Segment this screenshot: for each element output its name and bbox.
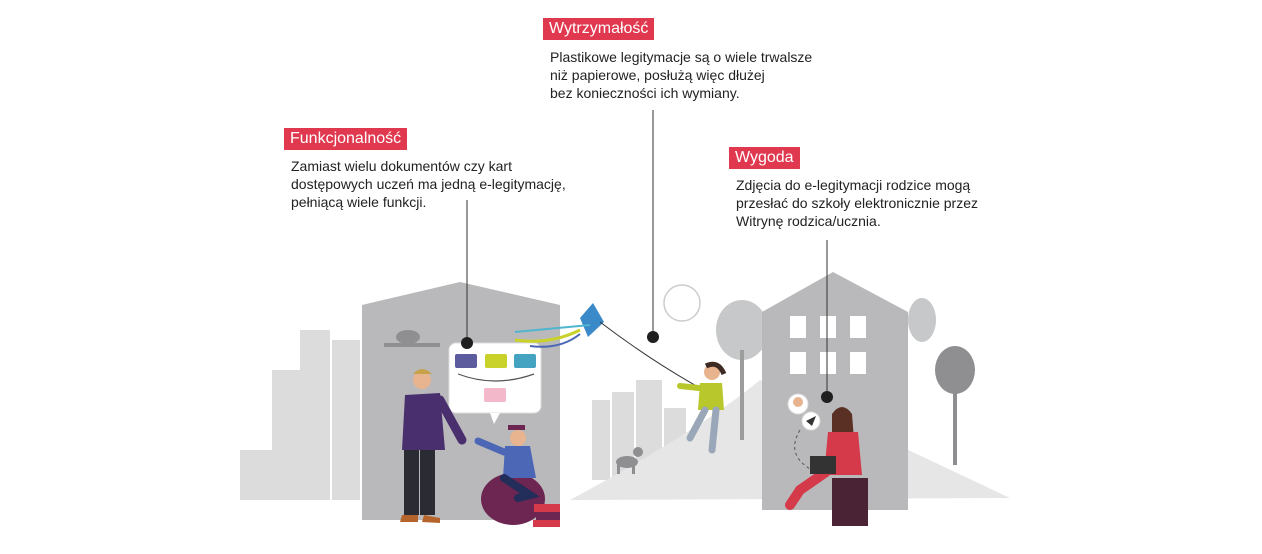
callout-text-wygoda: Zdjęcia do e-legitymacji rodzice mogą pr… [736,176,978,230]
avatar [793,397,803,407]
photo-upload [787,393,821,471]
dog-icon [616,447,643,474]
girl-figure [677,361,727,454]
cards-bubble [448,342,542,424]
callout-line: bez konieczności ich wymiany. [550,85,740,101]
man-figure [400,369,467,523]
callout-line: Plastikowe legitymacje są o wiele trwals… [550,49,813,65]
connector-dot [461,337,473,349]
callout-line: niż papierowe, posłużą więc dłużej [550,67,765,83]
woman-figure [785,407,868,526]
kid-figure [474,425,545,525]
card-icon [485,354,507,368]
callout-line: Zdjęcia do e-legitymacji rodzice mogą [736,177,971,193]
kite-icon [514,303,701,389]
callout-line: Zamiast wielu dokumentów czy kart [291,158,512,174]
callout-title-funkcjonalnosc: Funkcjonalność [284,128,408,150]
callout-line: przesłać do szkoły elektronicznie przez [736,195,978,211]
card-icon [514,354,536,368]
send-icon [806,416,816,426]
callout-text-funkcjonalnosc: Zamiast wielu dokumentów czy kart dostęp… [291,157,566,211]
connector-dot [821,391,833,403]
card-icon [455,354,477,368]
trees [716,298,975,465]
callout-line: pełniącą wiele funkcji. [291,194,427,210]
books-icon [533,504,560,527]
right-building [762,272,908,510]
cat-icon [396,330,420,344]
callout-title-wytrzymalosc: Wytrzymałość [543,18,655,40]
callout-line: Witrynę rodzica/ucznia. [736,213,881,229]
connector-dot [647,331,659,343]
laptop-icon [810,456,836,474]
sun-icon [663,284,701,322]
callout-text-wytrzymalosc: Plastikowe legitymacje są o wiele trwals… [550,48,812,102]
callout-connectors [461,110,833,403]
callout-line: dostępowych uczeń ma jedną e-legitymację… [291,176,566,192]
card-icon [484,388,506,402]
callout-title-wygoda: Wygoda [729,147,800,169]
